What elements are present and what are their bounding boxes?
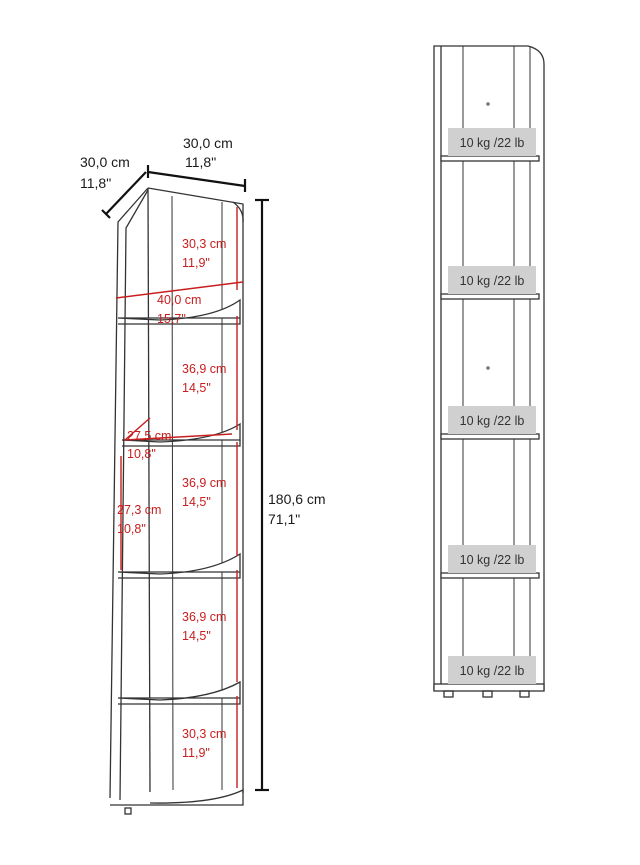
side-foot-2 — [482, 690, 493, 698]
shelf-1-in: 15,7" — [157, 312, 186, 326]
back-line — [171, 195, 174, 791]
shelf-4 — [117, 680, 241, 701]
comp-5-in: 11,9" — [182, 746, 210, 760]
shelf-1-cm: 40,0 cm — [157, 293, 201, 307]
shelf-4-front — [118, 698, 241, 705]
shelf-3-cm: 27,3 cm — [117, 503, 161, 517]
load-labels: 10 kg /22 lb 10 kg /22 lb 10 kg /22 lb 1… — [448, 128, 536, 684]
inner-corner-edge — [147, 187, 151, 793]
load-label-4: 10 kg /22 lb — [460, 553, 525, 567]
comp-3-cm: 36,9 cm — [182, 476, 226, 490]
screw-dot — [486, 366, 490, 370]
comp-2-cm: 36,9 cm — [182, 362, 226, 376]
load-label-bg — [448, 128, 536, 156]
shelf-3-in: 10,8" — [117, 522, 146, 536]
corner-shelf-drawing — [109, 187, 244, 815]
comp-5-cm: 30,3 cm — [182, 727, 226, 741]
load-label-1: 10 kg /22 lb — [460, 136, 525, 150]
base — [110, 788, 244, 806]
width-in: 11,8" — [185, 154, 216, 170]
overall-dimension-lines — [101, 165, 269, 792]
shelf-2-cm: 27,5 cm — [127, 429, 171, 443]
width-line — [147, 170, 246, 188]
screw-dot — [486, 102, 490, 106]
comp-2-in: 14,5" — [182, 381, 211, 395]
load-label-bg — [448, 406, 536, 434]
shelf-3 — [117, 552, 241, 575]
foot — [124, 807, 132, 815]
shelf-1 — [117, 298, 241, 321]
shelf-diag-line-1 — [115, 281, 244, 299]
load-label-bg — [448, 656, 536, 684]
depth-line — [105, 171, 147, 215]
top-edge — [147, 187, 244, 793]
comp-1-in: 11,9" — [182, 256, 210, 270]
width-cm: 30,0 cm — [183, 135, 233, 151]
side-shelf-4 — [440, 572, 540, 579]
depth-tick — [101, 209, 111, 219]
top-round-corner — [232, 201, 244, 223]
side-base — [433, 683, 545, 692]
shelf-3-front — [118, 572, 241, 579]
side-outline — [433, 45, 545, 691]
comp-4-cm: 36,9 cm — [182, 610, 226, 624]
side-foot-3 — [519, 690, 530, 698]
load-label-2: 10 kg /22 lb — [460, 274, 525, 288]
shelf-depth-line-2b — [124, 417, 151, 441]
load-label-bg — [448, 545, 536, 573]
shelf-2-front — [122, 440, 241, 447]
shelf-2-in: 10,8" — [127, 447, 156, 461]
comp-4-in: 14,5" — [182, 629, 211, 643]
load-label-bg — [448, 266, 536, 294]
shelf-depth-line-2a — [124, 433, 233, 441]
left-panel-inner — [119, 189, 149, 801]
left-edge — [109, 187, 149, 799]
height-cm: 180,6 cm — [268, 491, 326, 507]
depth-in: 11,8" — [80, 175, 111, 191]
comp-1-cm: 30,3 cm — [182, 237, 226, 251]
height-in: 71,1" — [268, 511, 300, 527]
comp-3-in: 14,5" — [182, 495, 211, 509]
side-foot-1 — [443, 690, 454, 698]
shelf-1-front — [118, 318, 241, 325]
side-shelf-3 — [440, 433, 540, 440]
load-label-3: 10 kg /22 lb — [460, 414, 525, 428]
depth-cm: 30,0 cm — [80, 154, 130, 170]
side-shelf-1 — [440, 155, 540, 162]
load-label-5: 10 kg /22 lb — [460, 664, 525, 678]
compartment-dimension-lines — [115, 207, 244, 788]
side-shelf-2 — [440, 293, 540, 300]
